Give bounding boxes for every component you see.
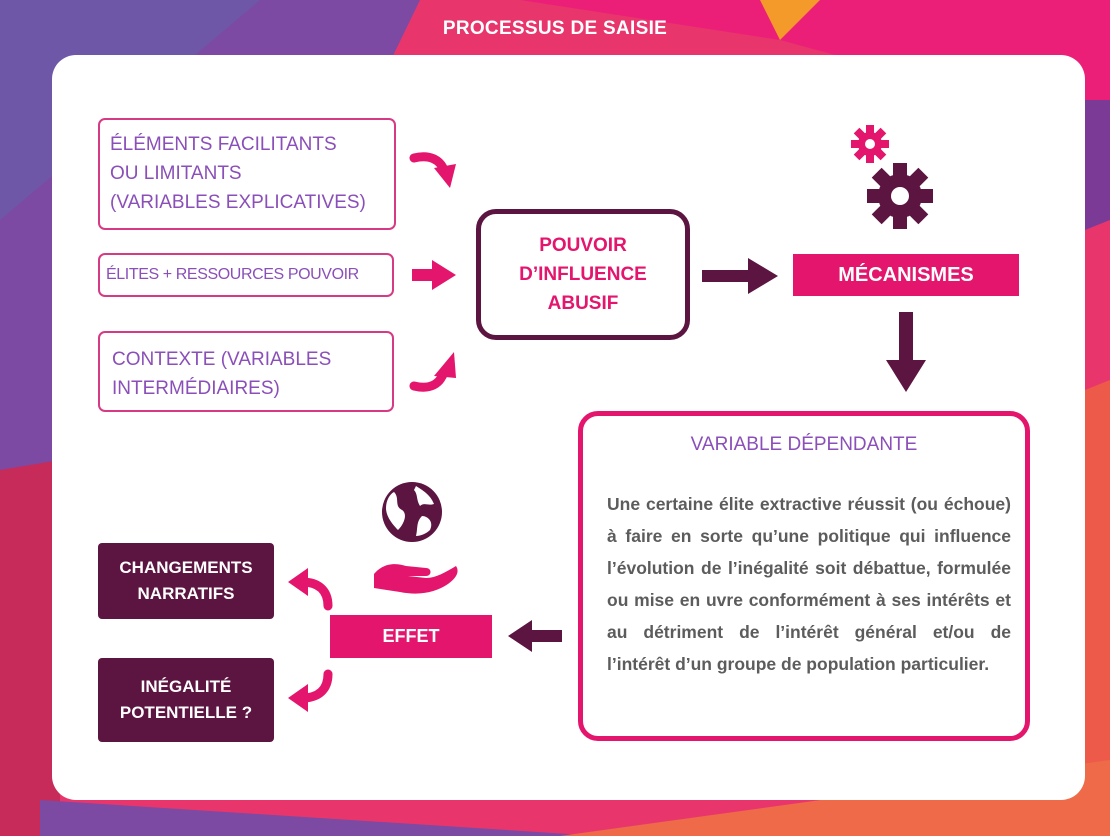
page-title: PROCESSUS DE SAISIE xyxy=(442,18,668,39)
inequality-line-2: POTENTIELLE ? xyxy=(119,703,253,722)
changes-line-1: CHANGEMENTS xyxy=(119,558,253,577)
mechanisms-label: MÉCANISMES xyxy=(793,254,1019,296)
facilitating-line-2: OU LIMITANTS xyxy=(110,163,242,184)
elites-resources-box: ÉLITES + RESSOURCES POUVOIR xyxy=(98,253,394,297)
context-line-1: CONTEXTE (VARIABLES xyxy=(112,349,332,370)
narrative-changes-box: CHANGEMENTS NARRATIFS xyxy=(98,543,274,619)
inequality-line-1: INÉGALITÉ xyxy=(140,677,232,696)
elites-label: ÉLITES + RESSOURCES POUVOIR xyxy=(106,266,359,283)
arrow-down-dark-icon xyxy=(886,312,926,392)
abusive-influence-box: POUVOIR D’INFLUENCE ABUSIF xyxy=(476,209,690,340)
gears-icon xyxy=(851,125,933,229)
facilitating-line-1: ÉLÉMENTS FACILITANTS xyxy=(110,134,337,155)
changes-line-2: NARRATIFS xyxy=(137,584,235,603)
dependent-variable-text: Une certaine élite extractive réussit (o… xyxy=(607,494,1011,674)
context-line-2: INTERMÉDIAIRES) xyxy=(112,378,280,399)
facilitating-elements-box: ÉLÉMENTS FACILITANTS OU LIMITANTS (VARIA… xyxy=(98,118,396,230)
curved-arrow-down-left-icon xyxy=(288,669,333,712)
arrow-right-icon xyxy=(412,260,456,290)
pouvoir-line-3: ABUSIF xyxy=(547,293,619,314)
dependent-variable-title: VARIABLE DÉPENDANTE xyxy=(690,434,918,455)
potential-inequality-box: INÉGALITÉ POTENTIELLE ? xyxy=(98,658,274,742)
curved-arrow-up-left-icon xyxy=(288,568,333,611)
arrow-left-dark-icon xyxy=(508,620,562,652)
facilitating-line-3: (VARIABLES EXPLICATIVES) xyxy=(110,192,366,213)
dependent-variable-box: VARIABLE DÉPENDANTE Une certaine élite e… xyxy=(578,411,1030,741)
curved-arrow-up-icon xyxy=(409,352,456,392)
effect-label: EFFET xyxy=(330,615,492,658)
pouvoir-line-2: D’INFLUENCE xyxy=(519,264,647,285)
context-box: CONTEXTE (VARIABLES INTERMÉDIAIRES) xyxy=(98,331,394,412)
arrow-right-dark-icon xyxy=(702,258,778,294)
globe-in-hand-icon xyxy=(374,482,458,594)
pouvoir-line-1: POUVOIR xyxy=(539,235,627,256)
curved-arrow-down-icon xyxy=(409,152,456,188)
